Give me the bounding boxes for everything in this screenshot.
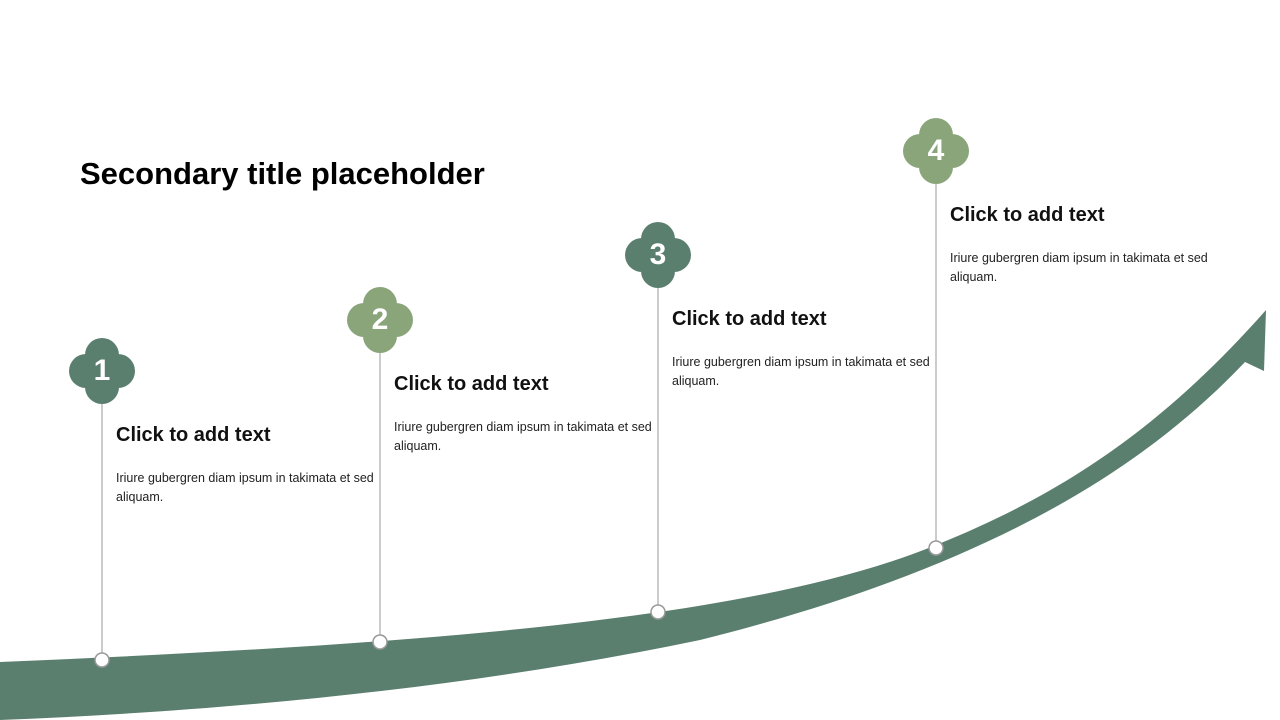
- step-body[interactable]: Iriure gubergren diam ipsum in takimata …: [672, 355, 930, 388]
- step-body[interactable]: Iriure gubergren diam ipsum in takimata …: [394, 420, 652, 453]
- timeline-dot: [94, 652, 110, 668]
- step-badge-shape: [903, 118, 969, 184]
- slide-title[interactable]: Secondary title placeholder: [80, 156, 485, 191]
- step-badge-shape: [347, 287, 413, 353]
- growth-arrow: [0, 310, 1266, 720]
- step-number: 4: [927, 134, 945, 167]
- step-number: 3: [649, 238, 667, 271]
- step-heading[interactable]: Click to add text: [394, 373, 549, 395]
- timeline-dot: [650, 604, 666, 620]
- step-badge-shape: [69, 338, 135, 404]
- step-body[interactable]: Iriure gubergren diam ipsum in takimata …: [950, 251, 1208, 284]
- step-heading[interactable]: Click to add text: [672, 308, 827, 330]
- step-number: 2: [371, 303, 389, 336]
- timeline-dot: [928, 540, 944, 556]
- step-number: 1: [93, 354, 111, 387]
- step-heading[interactable]: Click to add text: [950, 204, 1105, 226]
- step-heading[interactable]: Click to add text: [116, 424, 271, 446]
- step-badge-shape: [625, 222, 691, 288]
- timeline-dot: [372, 634, 388, 650]
- step-body[interactable]: Iriure gubergren diam ipsum in takimata …: [116, 471, 374, 504]
